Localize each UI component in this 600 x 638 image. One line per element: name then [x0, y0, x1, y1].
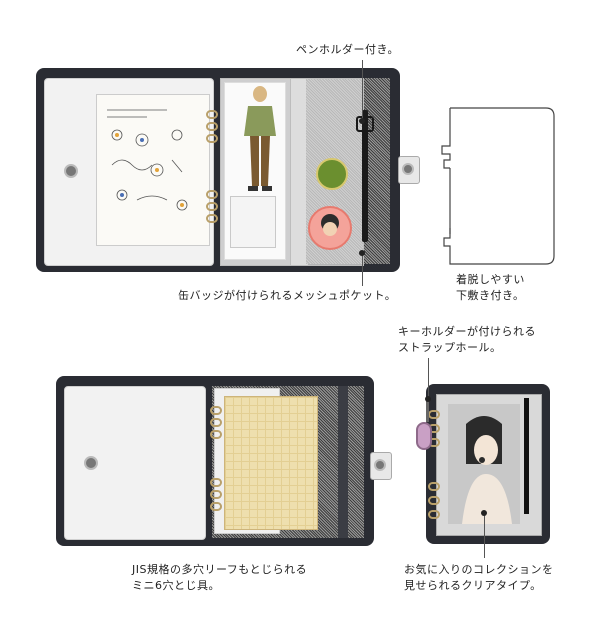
callout-line: [362, 252, 363, 286]
underlay-sheet-outline: [441, 107, 555, 265]
keychain-strap: [426, 400, 429, 422]
callout-dot: [425, 396, 431, 402]
closed-pen: [524, 398, 529, 514]
bottom-elastic-band: [338, 386, 348, 538]
callout-dot: [481, 510, 487, 516]
top-snap-button: [64, 164, 78, 178]
callout-strap-hole: キーホルダーが付けられる ストラップホール。: [398, 325, 536, 354]
callout-line: [362, 60, 363, 120]
callout-jis-leaf: JIS規格の多穴リーフもとじられる ミニ6穴とじ具。: [132, 563, 308, 592]
top-ring-binder: [206, 110, 218, 240]
callout-dot: [359, 118, 365, 124]
doodle-illustration: [107, 109, 188, 211]
callout-line: [484, 512, 485, 558]
callout-clear-type: お気に入りのコレクションを 見せられるクリアタイプ。: [404, 563, 554, 592]
grid-paper-refill: [224, 396, 318, 530]
bottom-ring-binder: [210, 406, 222, 526]
portrait-illustration: [462, 416, 512, 524]
person-figure-sticker: [244, 86, 276, 191]
keychain-charm: [416, 422, 432, 450]
small-clear-card: [230, 196, 276, 248]
pen-holder: [356, 116, 374, 132]
callout-mesh-pocket: 缶バッジが付けられるメッシュポケット。: [178, 289, 397, 302]
bottom-snap-button: [84, 456, 98, 470]
pen: [362, 110, 368, 242]
callout-line: [428, 358, 429, 398]
callout-dot: [359, 250, 365, 256]
callout-underlay: 着脱しやすい 下敷き付き。: [456, 273, 525, 302]
bottom-closure-tab: [370, 452, 392, 480]
top-closure-tab: [398, 156, 420, 184]
bottom-left-clear-cover: [64, 386, 206, 540]
illustration-card: [448, 404, 520, 524]
top-sketch-paper: [96, 94, 210, 246]
callout-pen-holder: ペンホルダー付き。: [296, 43, 399, 56]
green-can-badge: [316, 158, 348, 190]
pink-can-badge: [308, 206, 352, 250]
